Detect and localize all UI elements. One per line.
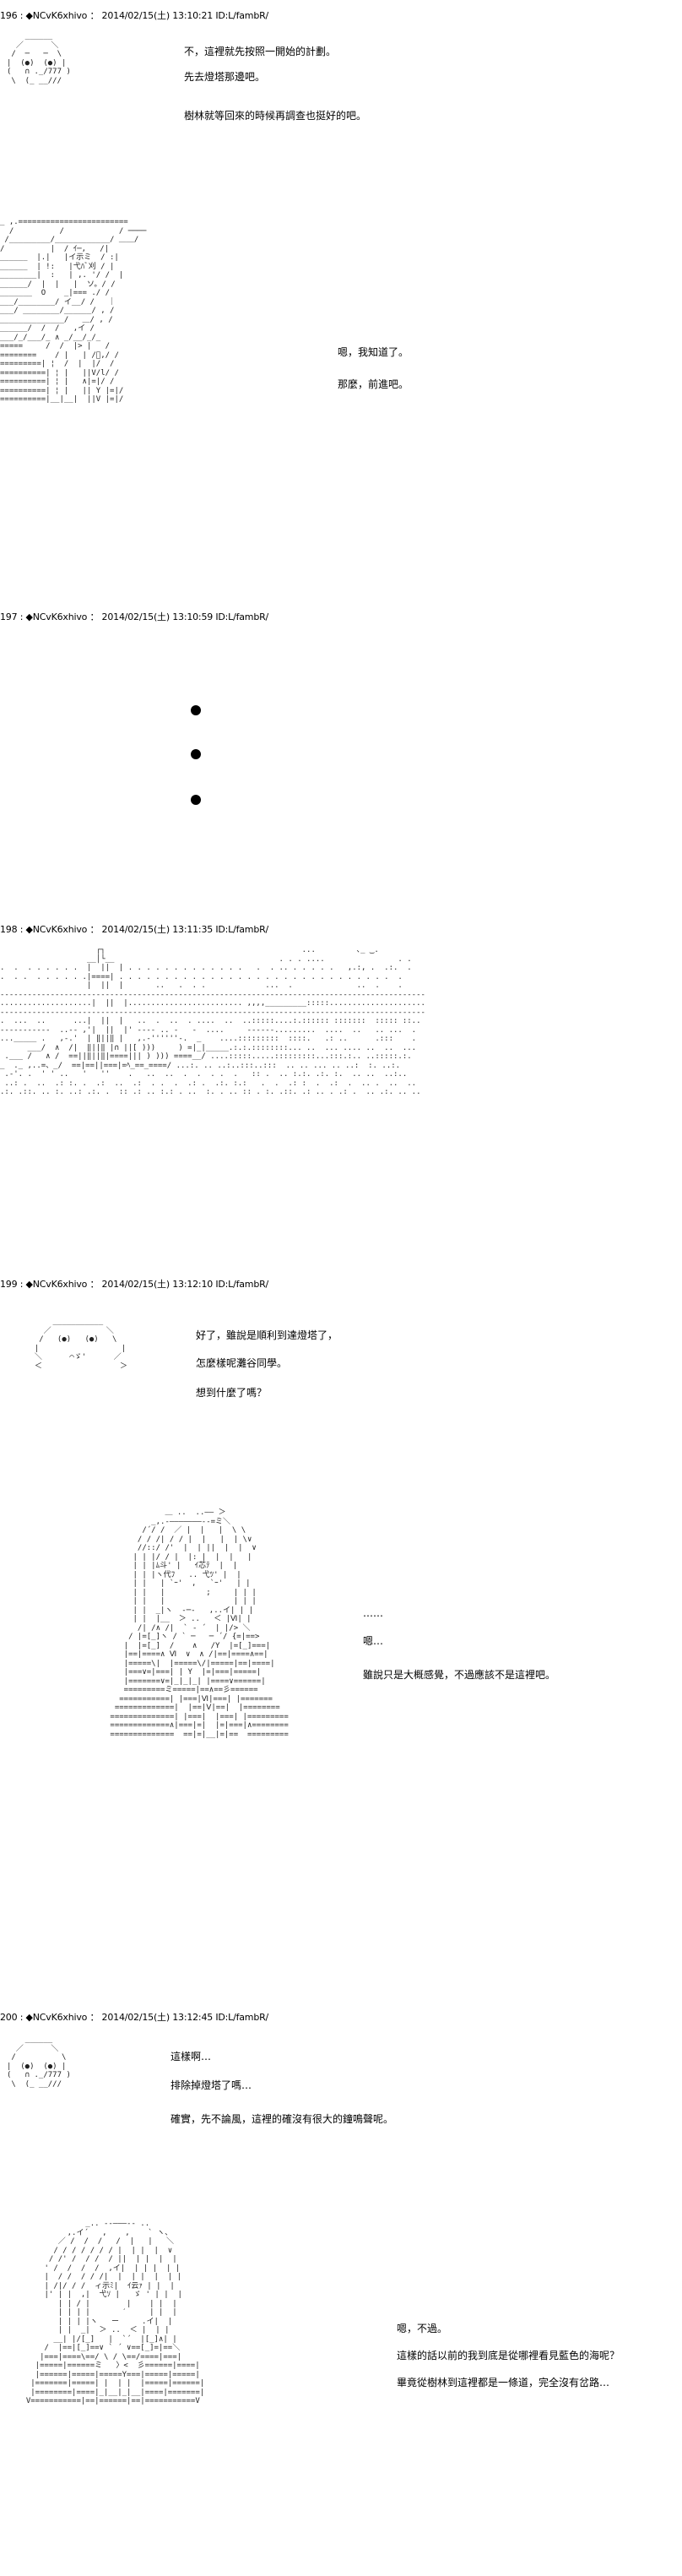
ellipsis-dot [191, 795, 201, 805]
dialogue-line: 這樣啊… [170, 2051, 212, 2062]
post-header: 199 : ◆NCvK6xhivo ： 2014/02/15(土) 13:12:… [0, 1279, 269, 1290]
post-header: 196 : ◆NCvK6xhivo ： 2014/02/15(土) 13:10:… [0, 10, 269, 21]
dialogue-line: 雖說只是大概感覺，不過應該不是這裡吧。 [363, 1669, 556, 1681]
dialogue-line: 嗯，我知道了。 [338, 346, 409, 358]
dialogue-line: 確實，先不論風，這裡的確沒有很大的鐘鳴聲呢。 [170, 2113, 394, 2125]
ascii-art-lighthouse: ┌┐ ... ､_ ‿. __│└__ . . . .... . . . . .… [0, 946, 425, 1096]
dialogue-line: 那麼，前進吧。 [338, 378, 409, 390]
dialogue-line: 先去燈塔那邊吧。 [184, 71, 266, 83]
dialogue-line: …… [363, 1607, 383, 1619]
post-header: 198 : ◆NCvK6xhivo ： 2014/02/15(土) 13:11:… [0, 924, 269, 935]
ascii-art-face: ______ ／ ＼ / ─ ─ \ | (●) (●) | ( ∩ ._/77… [7, 32, 71, 85]
dialogue-line: 嗯，不過。 [397, 2323, 448, 2334]
dialogue-line: 好了，雖說是順利到達燈塔了， [196, 1329, 338, 1341]
dialogue-line: 排除掉燈塔了嗎… [170, 2079, 252, 2091]
dialogue-line: 不，這裡就先按照一開始的計劃。 [184, 46, 337, 57]
ascii-art-character: _ ,.======================== / / / ──── … [0, 218, 147, 404]
dialogue-line: 這樣的話以前的我到底是從哪裡看見藍色的海呢？ [397, 2350, 620, 2361]
dialogue-line: 畢竟從樹林到這裡都是一條道，完全沒有岔路… [397, 2377, 610, 2389]
dialogue-line: 嗯… [363, 1635, 384, 1647]
ascii-art-face: ___________ ／ ＼ / (●) (●) \ | | ＼ ⌒ゞ' ／ … [34, 1318, 127, 1371]
ellipsis-dot [191, 705, 201, 715]
dialogue-line: 怎麼樣呢灘谷同學。 [196, 1357, 288, 1369]
ascii-art-character: _.. -‐―――‐- .. ,.イ´ , , ` ヽ、 ／ / / / / |… [25, 2220, 205, 2405]
dialogue-line: 樹林就等回來的時候再調查也挺好的吧。 [184, 110, 367, 122]
post-header: 200 : ◆NCvK6xhivo ： 2014/02/15(土) 13:12:… [0, 2012, 269, 2023]
post-header: 197 : ◆NCvK6xhivo ： 2014/02/15(土) 13:10:… [0, 611, 269, 622]
ellipsis-dot [191, 749, 201, 759]
ascii-art-character: ＿ .. ..—— ＞ _,.-―――――――‐-=ミ＼ /´/ / ／ | |… [110, 1508, 289, 1739]
dialogue-line: 想到什麼了嗎？ [196, 1387, 268, 1399]
ascii-art-face: ______ ／ ＼ / \ | (●) (●) | ( ∩ ._/777 ) … [7, 2035, 71, 2089]
